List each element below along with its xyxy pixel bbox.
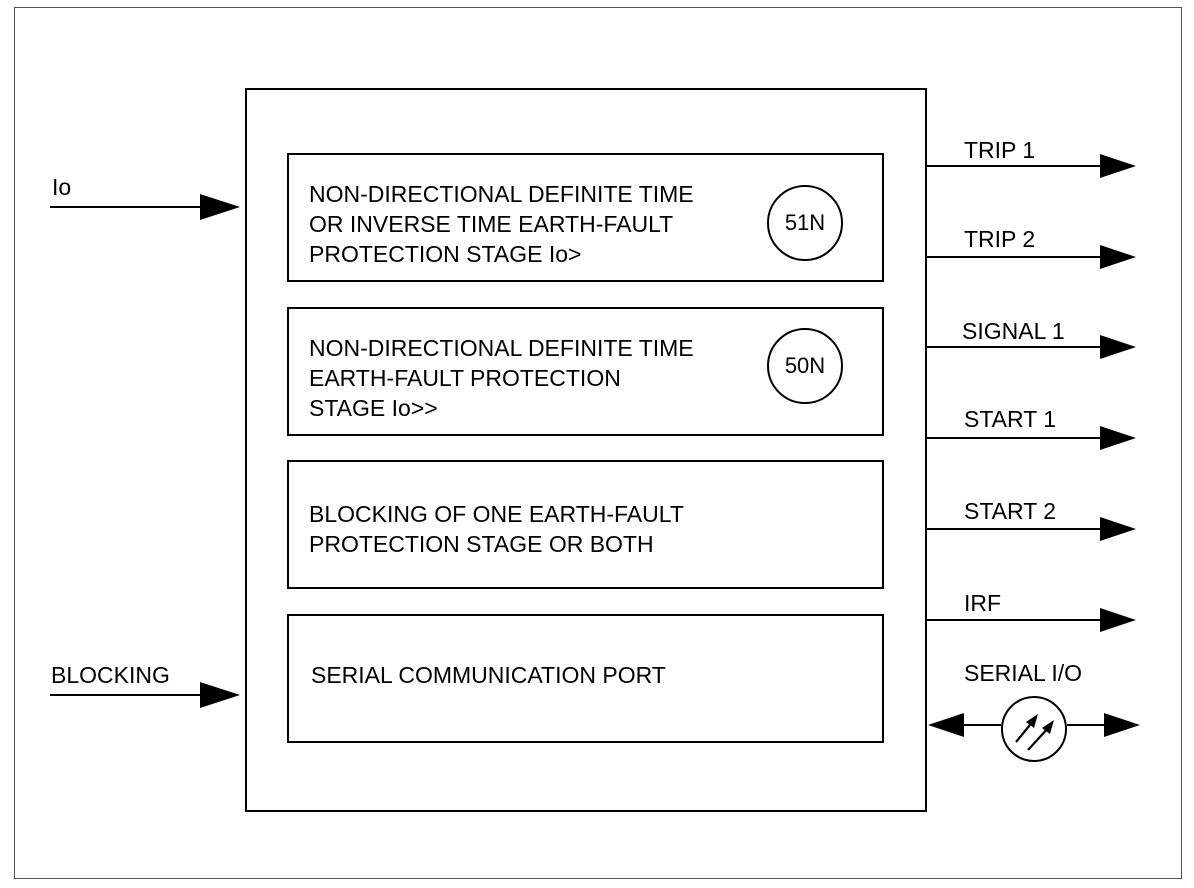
- ansi-code-50n: 50N: [767, 328, 843, 404]
- input-label-io: Io: [52, 174, 72, 200]
- output-label-trip-1: TRIP 1: [964, 137, 1036, 163]
- output-label-start-2: START 2: [964, 498, 1057, 524]
- output-arrow-start-2: [926, 517, 1136, 541]
- input-arrow-io: [50, 194, 240, 220]
- stage-box-50n: NON-DIRECTIONAL DEFINITE TIME EARTH-FAUL…: [287, 307, 884, 436]
- output-arrow-signal-1: [926, 335, 1136, 359]
- stage-serial-port-text: SERIAL COMMUNICATION PORT: [311, 662, 666, 688]
- output-label-serial-io: SERIAL I/O: [964, 660, 1083, 686]
- diagram-frame: [14, 7, 1182, 879]
- stage-blocking-text: BLOCKING OF ONE EARTH-FAULT PROTECTION S…: [309, 501, 684, 557]
- stage-box-blocking: BLOCKING OF ONE EARTH-FAULT PROTECTION S…: [287, 460, 884, 589]
- output-arrow-trip-1: [926, 154, 1136, 178]
- stage-box-51n: NON-DIRECTIONAL DEFINITE TIME OR INVERSE…: [287, 153, 884, 282]
- output-label-trip-2: TRIP 2: [964, 226, 1036, 252]
- optical-port-icon: [1001, 696, 1067, 762]
- output-arrow-irf: [926, 608, 1136, 632]
- output-label-irf: IRF: [964, 590, 1002, 616]
- stage-50n-text: NON-DIRECTIONAL DEFINITE TIME EARTH-FAUL…: [309, 335, 694, 421]
- output-label-signal-1: SIGNAL 1: [962, 318, 1065, 344]
- input-arrow-blocking: [50, 682, 240, 708]
- stage-51n-text: NON-DIRECTIONAL DEFINITE TIME OR INVERSE…: [309, 181, 694, 267]
- output-arrow-start-1: [926, 426, 1136, 450]
- output-arrow-trip-2: [926, 245, 1136, 269]
- ansi-code-51n: 51N: [767, 185, 843, 261]
- serial-io-bidirectional-arrow: [928, 713, 1140, 737]
- stage-box-serial-port: SERIAL COMMUNICATION PORT: [287, 614, 884, 743]
- output-label-start-1: START 1: [964, 406, 1057, 432]
- relay-module-box: [245, 88, 927, 812]
- input-label-blocking: BLOCKING: [51, 662, 170, 688]
